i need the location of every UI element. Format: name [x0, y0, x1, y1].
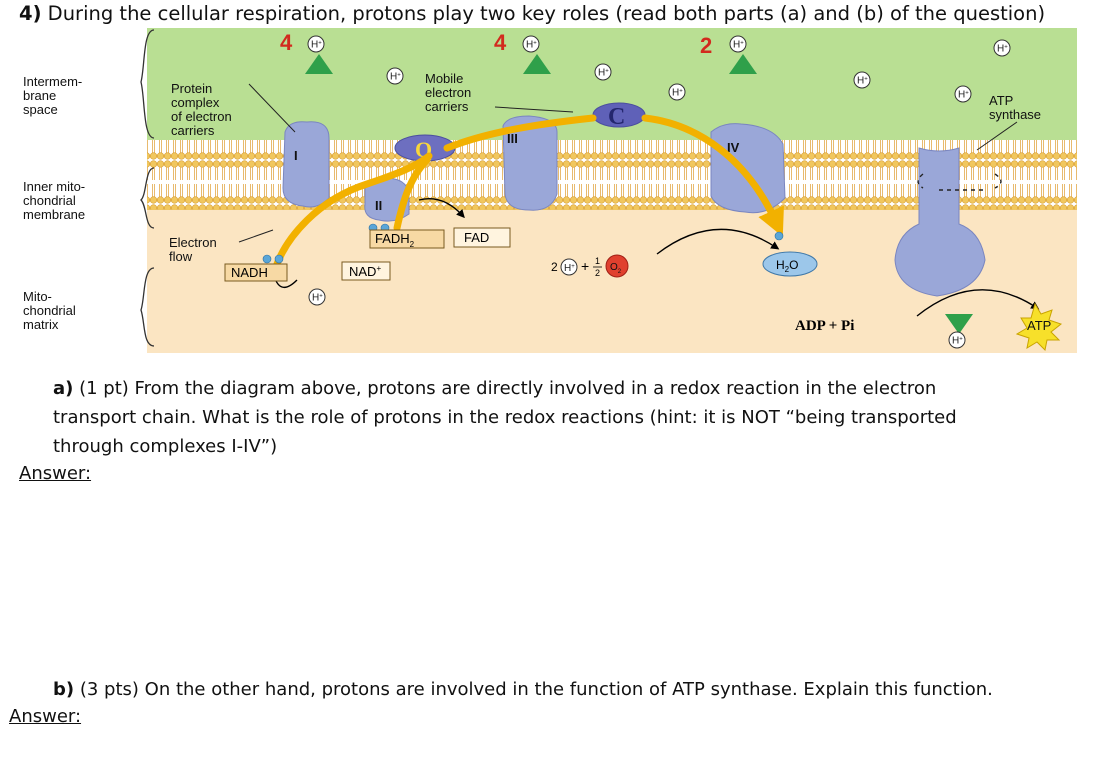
- matrix-label-3: matrix: [23, 317, 59, 332]
- complex-iv-numeral: IV: [727, 140, 740, 155]
- electron-dot: [774, 231, 784, 241]
- fad-label: FAD: [464, 230, 489, 245]
- electron-flow-path-2: [393, 156, 431, 232]
- electron-dot: [262, 254, 272, 264]
- electron-transport-diagram: Intermem- brane space Inner mito- chondr…: [23, 28, 1077, 353]
- proton-badge: [668, 83, 686, 101]
- water-molecule: [762, 251, 818, 277]
- complex-iii: [502, 115, 558, 211]
- intermembrane-label-3: space: [23, 102, 58, 117]
- inner-membrane-label-1: Inner mito-: [23, 179, 85, 194]
- mobile-callout-2: electron: [425, 85, 471, 100]
- complex-callout-1: Protein: [171, 81, 212, 96]
- matrix-label-2: chondrial: [23, 303, 76, 318]
- mobile-callout-1: Mobile: [425, 71, 463, 86]
- complex-callout-3: of electron: [171, 109, 232, 124]
- fadh2-to-fad-arrow: [418, 198, 465, 219]
- part-a-question: a) (1 pt) From the diagram above, proton…: [53, 374, 1093, 461]
- atp-synthase-dashed-rotation: [917, 173, 1002, 191]
- complex-ii-numeral: II: [375, 198, 382, 213]
- proton-badge: [954, 85, 972, 103]
- electron-dot: [274, 254, 284, 264]
- part-b-text: (3 pts) On the other hand, protons are i…: [74, 679, 993, 700]
- proton-arrowhead-1: [305, 54, 333, 74]
- atp-synthase-callout-2: synthase: [989, 107, 1041, 122]
- proton-count-complex-iii: 4: [494, 30, 507, 55]
- proton-count-complex-iv: 2: [700, 33, 712, 58]
- proton-badge-label: H+: [733, 40, 744, 51]
- atp-burst: [1015, 302, 1063, 352]
- proton-arrowhead-4: [945, 314, 973, 334]
- proton-arrowhead-2: [523, 54, 551, 74]
- half-denominator: 2: [595, 268, 600, 278]
- proton-badge-label: H+: [311, 40, 322, 51]
- complex-callout-2: complex: [171, 95, 220, 110]
- proton-badge: [594, 63, 612, 81]
- proton-count-complex-i: 4: [280, 30, 293, 55]
- proton-badge-label: H+: [997, 44, 1008, 55]
- electron-flow-path-3: [443, 114, 597, 152]
- proton-badge-label: H+: [857, 76, 868, 87]
- proton-arrowhead-3: [729, 54, 757, 74]
- part-b-answer-label: Answer:: [9, 706, 82, 727]
- atp-product-label: ATP: [1027, 318, 1051, 333]
- proton-badge: [308, 288, 326, 306]
- atp-synthase-callout-1: ATP: [989, 93, 1013, 108]
- inner-membrane-label-2: chondrial: [23, 193, 76, 208]
- proton-badge-label: H+: [952, 336, 963, 347]
- oxygen-molecule: [605, 254, 629, 278]
- proton-badge-label: H+: [312, 293, 323, 304]
- mobile-callout-3: carriers: [425, 99, 469, 114]
- half-numerator: 1: [595, 256, 600, 266]
- adp-pi-label: ADP + Pi: [795, 318, 854, 334]
- part-a-label: a): [53, 378, 74, 399]
- inner-membrane-label-3: membrane: [23, 207, 85, 222]
- proton-badge: [386, 67, 404, 85]
- part-a-answer-label: Answer:: [19, 463, 92, 484]
- proton-badge: [993, 39, 1011, 57]
- proton-badge: [948, 331, 966, 349]
- proton-badge: [307, 35, 325, 53]
- proton-badge: [853, 71, 871, 89]
- plus-sign: +: [581, 258, 589, 274]
- proton-badge-label: H+: [598, 68, 609, 79]
- nadh-label: NADH: [231, 265, 268, 280]
- proton-badge-label: H+: [672, 88, 683, 99]
- electron-flow-callout-2: flow: [169, 249, 193, 264]
- question-title: 4) During the cellular respiration, prot…: [19, 2, 1094, 25]
- proton-badge: [522, 35, 540, 53]
- complex-i-numeral: I: [294, 148, 298, 163]
- part-a-line-2: transport chain. What is the role of pro…: [53, 407, 957, 428]
- proton-badge-label: H+: [526, 40, 537, 51]
- proton-badge-equation: [560, 258, 578, 276]
- proton-badge-label: H+: [390, 72, 401, 83]
- c-label: C: [608, 104, 625, 130]
- intermembrane-label-2: brane: [23, 88, 56, 103]
- part-b-question: b) (3 pts) On the other hand, protons ar…: [53, 675, 1093, 704]
- proton-badge: [729, 35, 747, 53]
- proton-badge-label: H+: [958, 90, 969, 101]
- nad-label: NAD+: [349, 264, 381, 279]
- oxygen-to-water-arrow: [656, 228, 780, 255]
- electron-flow-callout-1: Electron: [169, 235, 217, 250]
- h2o-label: H2O: [776, 258, 798, 274]
- region-braces: [140, 29, 155, 347]
- part-a-line-1: (1 pt) From the diagram above, protons a…: [73, 378, 937, 399]
- complex-iii-numeral: III: [507, 131, 518, 146]
- question-number: 4): [19, 2, 42, 25]
- fadh2-label: FADH2: [375, 231, 415, 249]
- proton-badge-equation-label: H+: [564, 263, 575, 274]
- electron-flow-path-1: [273, 152, 433, 268]
- complex-callout-4: carriers: [171, 123, 215, 138]
- matrix-label-1: Mito-: [23, 289, 52, 304]
- electron-flow-path-4: [641, 114, 784, 237]
- adp-to-atp-arrow: [916, 289, 1040, 317]
- two-coefficient: 2: [551, 260, 558, 274]
- part-a-line-3: through complexes I-IV”): [53, 436, 278, 457]
- o2-label: O2: [610, 262, 622, 275]
- question-text: During the cellular respiration, protons…: [41, 2, 1046, 25]
- part-b-label: b): [53, 679, 75, 700]
- intermembrane-label-1: Intermem-: [23, 74, 82, 89]
